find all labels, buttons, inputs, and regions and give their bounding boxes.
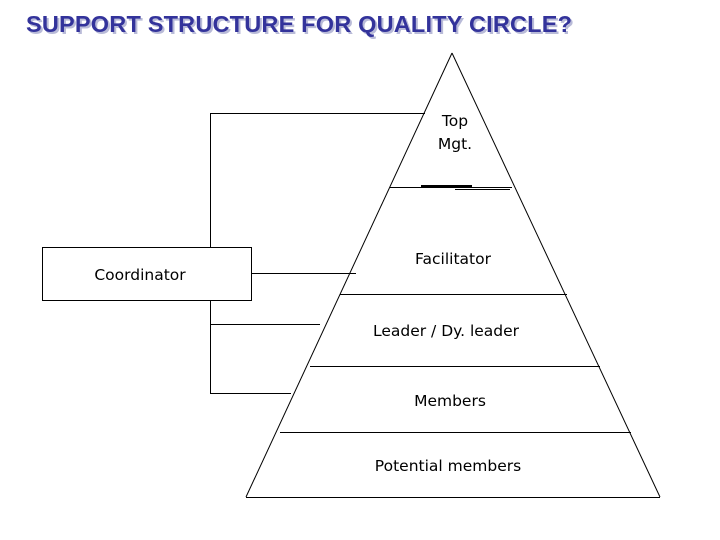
pyramid-level-dividers [280,184,631,433]
pyramid-outline [245,52,661,498]
pyramid-label-top-mgt-line2: Mgt. [438,135,472,153]
pyramid-label-top-mgt-line1: Top [441,112,468,130]
pyramid-label-potential-members: Potential members [375,457,521,475]
coordinator-box-rect [41,246,253,302]
page-title: SUPPORT STRUCTURE FOR QUALITY CIRCLE? [26,11,573,37]
pyramid-label-facilitator: Facilitator [415,250,492,268]
coordinator-box: Coordinator [41,246,253,302]
pyramid-left-edge [245,52,453,498]
pyramid-label-members: Members [414,392,486,410]
coordinator-box-label: Coordinator [94,266,186,284]
pyramid-label-leader: Leader / Dy. leader [373,322,520,340]
pyramid-right-edge [451,52,661,498]
